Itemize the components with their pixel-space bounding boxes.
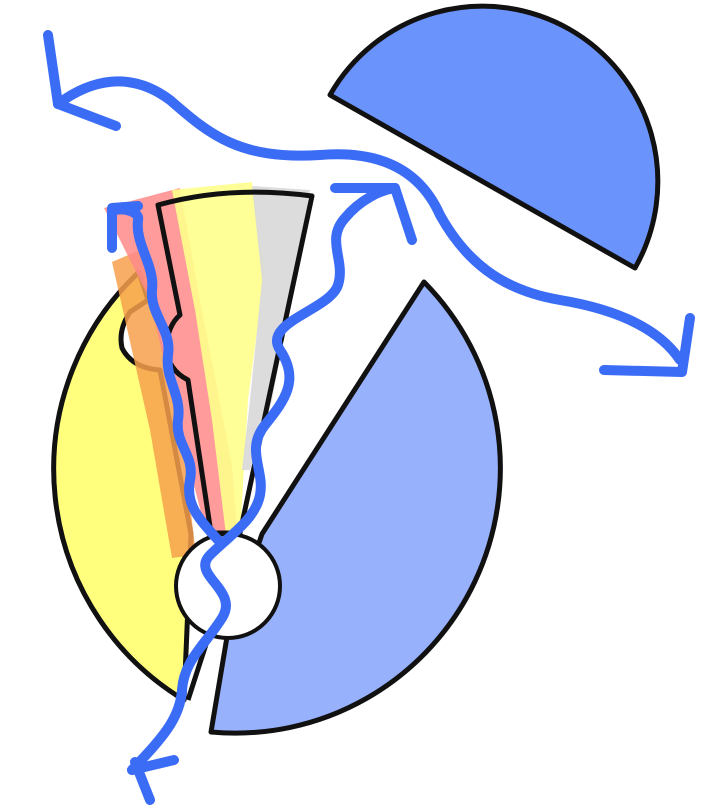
vertical-arrowhead-bottom — [132, 760, 174, 800]
center-hole — [176, 534, 280, 638]
blue-semicircle — [330, 6, 658, 268]
